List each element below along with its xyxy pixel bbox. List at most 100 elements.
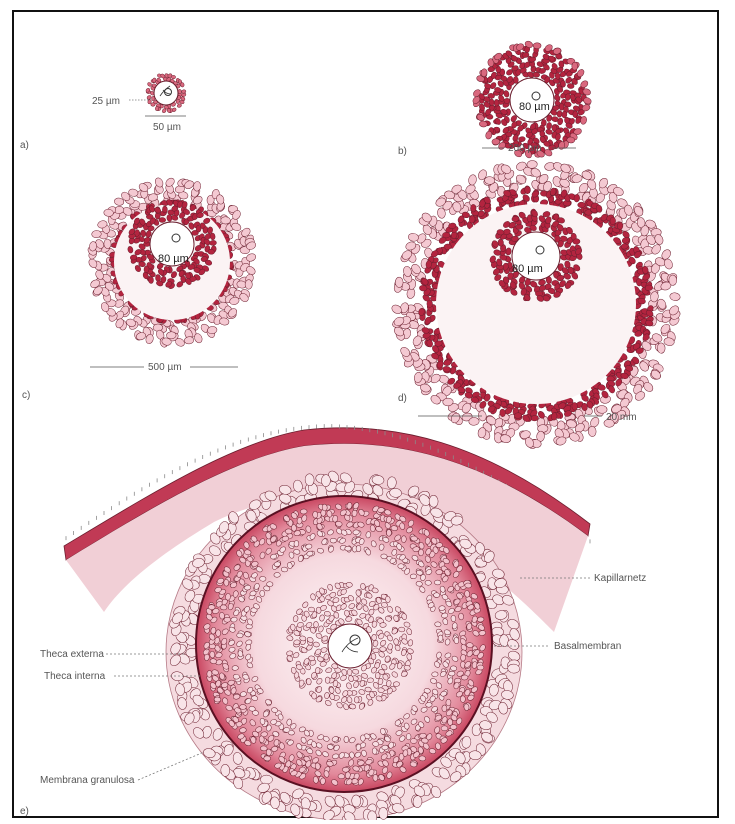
panel-a: 25 µm 50 µm a) <box>20 73 187 151</box>
cumulus-cell <box>347 669 352 675</box>
granulosa-cell <box>464 590 469 597</box>
panel-d-letter: d) <box>398 393 407 404</box>
cumulus-cell <box>162 206 167 213</box>
panel-c-outer-label: 500 µm <box>148 362 182 373</box>
granulosa-cell <box>441 726 448 731</box>
granulosa-cell <box>406 734 411 740</box>
granulosa-cell <box>342 767 349 772</box>
granulosa-cell <box>208 605 215 610</box>
granulosa-cell <box>353 530 360 535</box>
granulosa-cell <box>617 222 623 230</box>
granulosa-cell <box>514 413 522 419</box>
granulosa-cell <box>418 549 423 556</box>
follicle-cell <box>180 82 184 87</box>
granulosa-cell <box>338 774 345 779</box>
theca-cell <box>669 292 680 301</box>
cumulus-cell <box>209 240 216 246</box>
granulosa-cell <box>434 580 441 585</box>
cumulus-cell <box>293 640 300 646</box>
granulosa-cell <box>436 570 443 575</box>
granulosa-cell <box>431 672 438 677</box>
granulosa-cell <box>610 217 616 225</box>
theca-cell <box>321 474 330 486</box>
panel-a-inner-label: 25 µm <box>92 96 120 107</box>
granulosa-cell <box>216 630 221 637</box>
theca-cell <box>221 217 231 225</box>
granulosa-cell <box>224 579 230 586</box>
granulosa-cell <box>330 538 337 543</box>
theca-cell <box>479 121 487 128</box>
cumulus-cell <box>208 249 215 254</box>
granulosa-cell <box>425 580 432 585</box>
granulosa-cell <box>345 546 352 551</box>
granulosa-cell <box>438 635 443 641</box>
granulosa-cell <box>382 745 389 750</box>
theca-cell <box>588 426 597 437</box>
theca-externa-label: Theca externa <box>40 649 104 660</box>
granulosa-cell <box>442 232 450 238</box>
granulosa-cell <box>465 583 472 588</box>
granulosa-cell <box>344 736 349 742</box>
theca-interna-label: Theca interna <box>44 671 106 682</box>
diagram-frame: 25 µm 50 µm a) 80 µm 200 µm b) 80 µm 500… <box>12 10 719 818</box>
granulosa-cell <box>546 122 552 130</box>
granulosa-cell <box>373 774 378 781</box>
granulosa-cell <box>372 748 377 755</box>
granulosa-cell <box>419 733 426 739</box>
granulosa-cell <box>313 511 318 518</box>
theca-cell <box>184 336 194 344</box>
cumulus-cell <box>155 274 160 281</box>
theca-cell <box>104 239 112 249</box>
theca-cell <box>429 495 438 507</box>
granulosa-cell <box>477 665 484 670</box>
cumulus-cell <box>372 634 377 641</box>
granulosa-cell <box>410 739 417 744</box>
membrana-granulosa-label: Membrana granulosa <box>40 775 135 786</box>
panel-d-inner-label: 80 µm <box>512 263 543 275</box>
cumulus-cell <box>148 277 153 284</box>
panel-b-inner-label: 80 µm <box>519 101 550 113</box>
theca-cell <box>492 139 500 145</box>
granulosa-cell <box>439 606 446 611</box>
membrana-granulosa-leader <box>138 752 204 780</box>
granulosa-cell <box>426 702 433 707</box>
granulosa-cell <box>499 409 505 417</box>
granulosa-cell <box>525 186 531 194</box>
theca-cell <box>351 795 360 807</box>
cumulus-cell <box>393 638 399 645</box>
granulosa-cell <box>381 554 388 560</box>
granulosa-cell <box>461 675 468 680</box>
granulosa-cell <box>300 509 307 514</box>
cumulus-cell <box>373 648 379 653</box>
granulosa-cell <box>572 402 578 410</box>
granulosa-cell <box>372 741 379 747</box>
granulosa-cell <box>454 637 459 644</box>
kapillarnetz-label: Kapillarnetz <box>594 573 646 584</box>
cumulus-cell <box>387 643 392 650</box>
cumulus-cell <box>325 677 330 684</box>
cumulus-cell <box>159 217 166 222</box>
granulosa-cell <box>458 613 464 620</box>
panel-e: Kapillarnetz Basalmembran Theca externa … <box>20 424 646 820</box>
theca-cell <box>533 43 541 49</box>
granulosa-cell <box>419 756 426 762</box>
panel-c: 80 µm 500 µm c) <box>22 176 257 401</box>
granulosa-cell <box>225 593 231 600</box>
panel-e-oocyte <box>328 624 372 668</box>
granulosa-cell <box>466 642 473 648</box>
panel-a-letter: a) <box>20 140 29 151</box>
panel-d-outer-label: 20 mm <box>606 412 637 423</box>
granulosa-cell <box>557 110 562 117</box>
cumulus-cell <box>311 693 316 700</box>
panel-a-outer-label: 50 µm <box>153 122 181 133</box>
theca-cell <box>245 280 252 290</box>
cumulus-cell <box>346 582 353 587</box>
cumulus-cell <box>375 672 380 679</box>
theca-cell <box>261 775 273 784</box>
follicle-cell <box>177 103 182 108</box>
follicle-cell <box>146 95 152 100</box>
granulosa-cell <box>460 696 465 703</box>
granulosa-cell <box>450 724 457 729</box>
granulosa-cell <box>356 545 361 552</box>
granulosa-cell <box>360 735 365 742</box>
